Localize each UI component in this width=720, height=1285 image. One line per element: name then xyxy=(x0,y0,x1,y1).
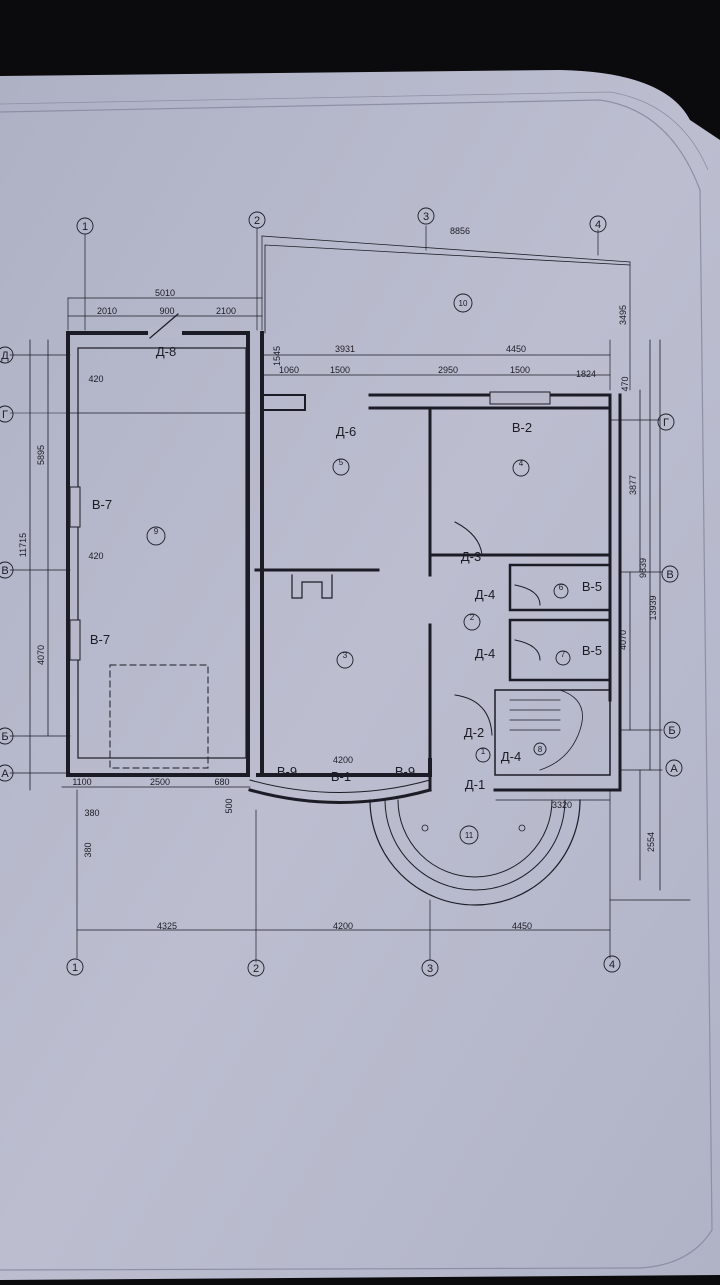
label-d2: Д-2 xyxy=(464,725,484,740)
dim-380b: 380 xyxy=(83,842,93,857)
dim-4450: 4450 xyxy=(512,921,532,931)
dim-9839: 9839 xyxy=(638,558,648,578)
dim-4070-right: 4070 xyxy=(618,630,628,650)
paper-edge-line xyxy=(0,99,713,1271)
axis-top-3: 3 xyxy=(423,211,429,223)
label-d4b: Д-4 xyxy=(475,646,495,661)
axis-right-b: Б xyxy=(668,725,675,737)
svg-text:6: 6 xyxy=(559,583,564,592)
dim-4325: 4325 xyxy=(157,921,177,931)
dim-right-total: 4450 xyxy=(506,344,526,354)
label-v9b: В-9 xyxy=(395,764,415,779)
dim-overall: 8856 xyxy=(450,226,470,236)
dim-4070-left: 4070 xyxy=(36,645,46,665)
label-v5a: В-5 xyxy=(582,579,602,594)
svg-text:5: 5 xyxy=(339,458,344,467)
label-d4c: Д-4 xyxy=(501,749,521,764)
axis-markers xyxy=(0,207,683,977)
room-marker-10: 10 xyxy=(453,293,473,313)
label-v7b: В-7 xyxy=(90,632,110,647)
label-v1: В-1 xyxy=(331,769,351,784)
dim-380a: 380 xyxy=(84,808,99,818)
label-d3: Д-3 xyxy=(461,549,481,564)
paper-edge-line-2 xyxy=(0,91,709,171)
dim-420b: 420 xyxy=(88,551,103,561)
axis-left-d: Д xyxy=(1,350,9,362)
dim-a5: 1824 xyxy=(576,369,596,379)
axis-top-4: 4 xyxy=(595,219,601,231)
dim-5895: 5895 xyxy=(36,445,46,465)
dim-13939: 13939 xyxy=(648,595,658,620)
label-v2: В-2 xyxy=(512,420,532,435)
dim-4200-inner: 4200 xyxy=(333,755,353,765)
svg-text:2: 2 xyxy=(470,613,475,622)
room-marker-7: 7 xyxy=(555,650,571,666)
dim-3320: 3320 xyxy=(552,800,572,810)
dim-g3: 2100 xyxy=(216,306,236,316)
dim-420a: 420 xyxy=(88,374,103,384)
axis-left-g: Г xyxy=(2,409,8,421)
axis-left-b: Б xyxy=(1,731,8,743)
label-d4a: Д-4 xyxy=(475,587,495,602)
svg-text:9: 9 xyxy=(154,527,159,536)
dim-500: 500 xyxy=(224,798,234,813)
room-marker-11: 11 xyxy=(459,825,479,845)
dim-2554: 2554 xyxy=(646,832,656,852)
svg-text:8: 8 xyxy=(538,745,543,754)
dim-garage-total: 5010 xyxy=(155,288,175,298)
svg-text:7: 7 xyxy=(561,650,566,659)
axis-right-v: В xyxy=(666,569,673,581)
label-v5b: В-5 xyxy=(582,643,602,658)
axis-left-v: В xyxy=(1,565,8,577)
label-v7a: В-7 xyxy=(92,497,112,512)
svg-text:4: 4 xyxy=(519,459,524,468)
axis-bottom-1: 1 xyxy=(72,962,78,974)
axis-right-g: Г xyxy=(663,417,669,429)
svg-text:11: 11 xyxy=(465,831,474,840)
dim-a3: 2950 xyxy=(438,365,458,375)
dim-11715: 11715 xyxy=(18,533,28,557)
dim-a2: 1500 xyxy=(330,365,350,375)
axis-bottom-3: 3 xyxy=(427,963,433,975)
axis-bottom-2: 2 xyxy=(253,963,259,975)
room-marker-3: 3 xyxy=(336,651,354,669)
dim-4200: 4200 xyxy=(333,921,353,931)
room-marker-4: 4 xyxy=(512,459,530,477)
room-marker-9: 9 xyxy=(146,526,166,546)
axis-top-1: 1 xyxy=(82,221,88,233)
dim-2500: 2500 xyxy=(150,777,170,787)
dim-a4: 1500 xyxy=(510,365,530,375)
dim-470: 470 xyxy=(620,376,630,391)
room-marker-2: 2 xyxy=(463,613,481,631)
dim-g2: 900 xyxy=(159,306,174,316)
label-d8: Д-8 xyxy=(156,344,176,359)
dim-g1: 2010 xyxy=(97,306,117,316)
room-marker-8: 8 xyxy=(533,742,547,756)
dim-mid-total: 3931 xyxy=(335,344,355,354)
dim-a1: 1060 xyxy=(279,365,299,375)
label-v9a: В-9 xyxy=(277,764,297,779)
room-marker-6: 6 xyxy=(553,583,569,599)
paper-sheet xyxy=(0,70,720,1280)
dim-3495: 3495 xyxy=(618,305,628,325)
svg-text:3: 3 xyxy=(343,651,348,660)
room-marker-5: 5 xyxy=(332,458,350,476)
axis-top-2: 2 xyxy=(254,215,260,227)
axis-bottom-4: 4 xyxy=(609,959,615,971)
svg-text:10: 10 xyxy=(459,299,468,308)
dim-3877: 3877 xyxy=(628,475,638,495)
axis-right-a: А xyxy=(670,763,678,775)
dim-680: 680 xyxy=(214,777,229,787)
dim-1100: 1100 xyxy=(72,777,91,787)
dim-1545: 1545 xyxy=(272,346,282,366)
axis-left-a: А xyxy=(1,768,9,780)
label-d6: Д-6 xyxy=(336,424,356,439)
svg-text:1: 1 xyxy=(481,747,486,756)
label-d1: Д-1 xyxy=(465,777,485,792)
room-marker-1: 1 xyxy=(475,747,491,763)
